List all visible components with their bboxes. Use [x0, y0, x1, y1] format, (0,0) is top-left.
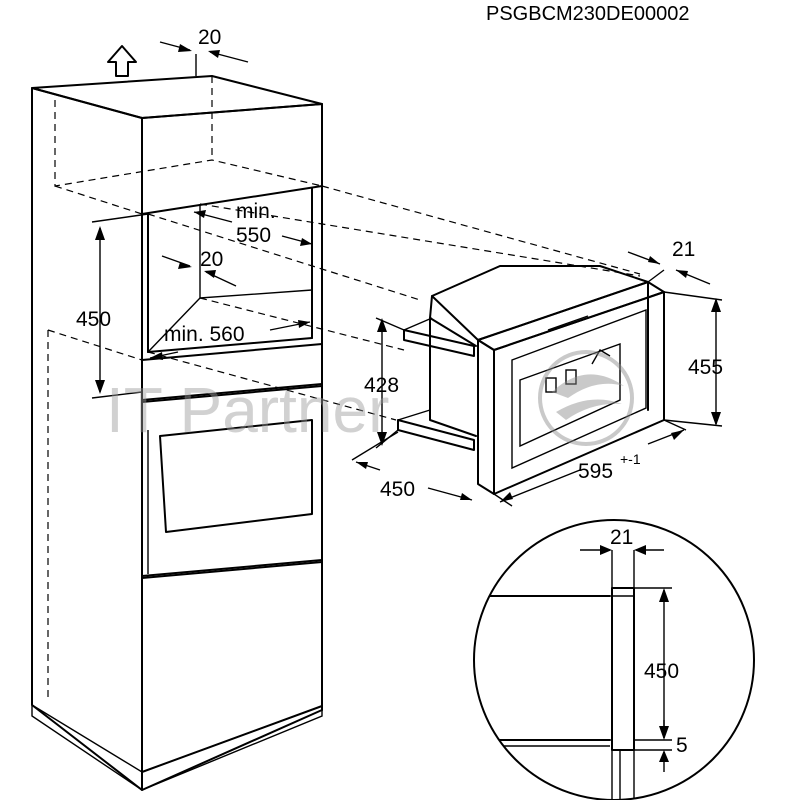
dim-depth: 450 [351, 431, 473, 501]
dim-niche-height: 450 [76, 213, 149, 399]
label-top-gap: 20 [198, 26, 221, 49]
label-niche-width: min. 560 [164, 323, 245, 346]
tall-cabinet [31, 75, 323, 791]
label-front-height: 455 [688, 356, 723, 379]
dim-front-thickness: 21 [627, 238, 711, 285]
label-detail-height: 450 [644, 660, 679, 683]
label-detail-gap: 5 [676, 734, 688, 757]
up-arrow-icon [107, 45, 137, 77]
label-front-thickness: 21 [672, 238, 695, 261]
dim-niche-depth: min. 550 [193, 200, 313, 247]
label-niche-height: 450 [76, 308, 111, 331]
label-niche-depth-1: min. [236, 200, 276, 223]
detail-view: 21 450 5 [473, 519, 755, 800]
watermark-text: IT Partner [106, 374, 389, 446]
label-niche-depth-2: 550 [236, 224, 271, 247]
label-width-tolerance: +-1 [620, 451, 641, 467]
label-body-height: 428 [364, 374, 399, 397]
document-code: PSGBCM230DE00002 [486, 3, 689, 25]
dim-body-height: 428 [364, 317, 405, 449]
dim-niche-width: min. 560 [149, 320, 311, 360]
label-rear-gap: 20 [200, 248, 223, 271]
label-depth: 450 [380, 478, 415, 501]
label-width: 595 [578, 460, 613, 483]
dim-width: 595 +-1 [493, 419, 687, 507]
projection-lines [147, 185, 641, 421]
dim-rear-gap: 20 [161, 248, 237, 287]
watermark-logo-icon [538, 350, 634, 446]
dim-front-height: 455 [663, 291, 723, 427]
dim-top-gap: 20 [159, 26, 249, 76]
label-detail-thickness: 21 [610, 526, 633, 549]
watermark: IT Partner [106, 350, 634, 446]
